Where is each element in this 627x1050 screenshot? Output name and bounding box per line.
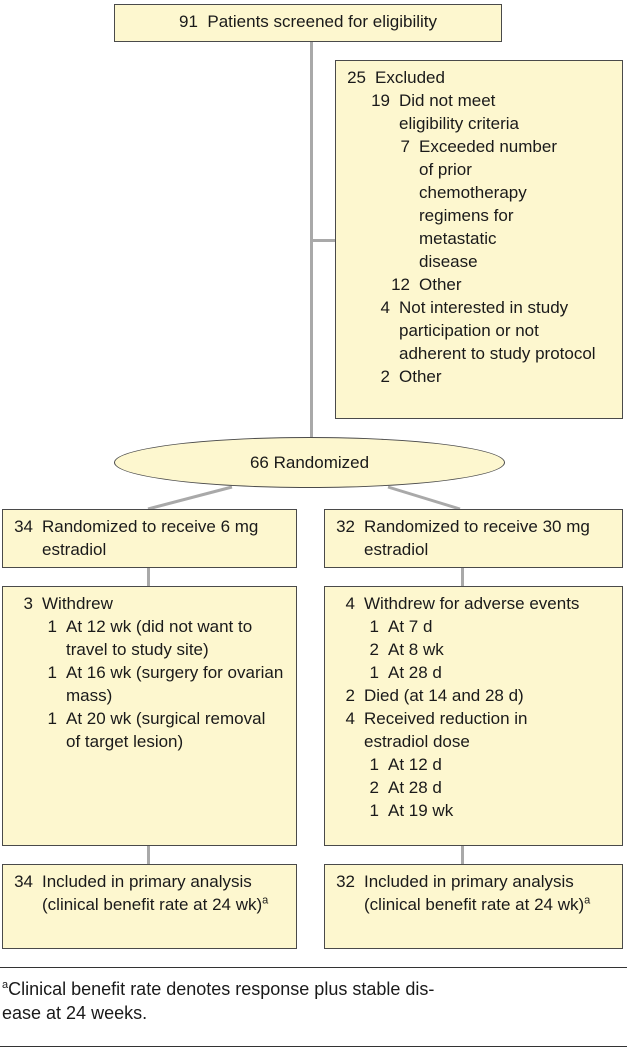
withdrawal-count: 1 bbox=[47, 709, 57, 728]
withdrew-detail-count: 2 bbox=[369, 640, 379, 659]
list-item: 2 At 8 wk bbox=[333, 638, 614, 661]
randomized-label: Randomized bbox=[273, 452, 370, 472]
left-included-text: Included in primary analysis (clinical b… bbox=[42, 870, 282, 916]
list-item: 1 At 12 d bbox=[333, 753, 614, 776]
reduction-detail-label: At 28 d bbox=[388, 778, 442, 797]
left-randomized-box: 34 Randomized to receive 6 mg estradiol bbox=[2, 509, 297, 568]
withdrew-detail-label: At 7 d bbox=[388, 617, 433, 636]
right-arm-line-1 bbox=[461, 568, 464, 586]
left-included-box: 34 Included in primary analysis (clinica… bbox=[2, 864, 297, 949]
excluded-count: 25 bbox=[347, 68, 366, 87]
left-randomized-count: 34 bbox=[14, 517, 33, 536]
other-sub-label: Other bbox=[419, 275, 462, 294]
not-interested-count: 4 bbox=[380, 298, 390, 317]
not-interested-label: Not interested in study participation or… bbox=[399, 298, 596, 363]
left-withdrew-box: 3 Withdrew 1 At 12 wk (did not want to t… bbox=[2, 586, 297, 846]
withdrew-detail-count: 1 bbox=[369, 663, 379, 682]
screened-label: Patients screened for eligibility bbox=[207, 12, 437, 31]
footnote-marker: a bbox=[262, 894, 269, 907]
reduction-label: Received reduction in estradiol dose bbox=[364, 709, 528, 751]
withdrawal-label: At 12 wk (did not want to travel to stud… bbox=[66, 617, 253, 659]
left-arm-line-2 bbox=[147, 846, 150, 864]
right-withdrew-label: Withdrew for adverse events bbox=[364, 594, 580, 613]
footnote-line-1: Clinical benefit rate denotes response p… bbox=[8, 979, 435, 999]
screened-count: 91 bbox=[179, 12, 198, 31]
right-included-label: Included in primary analysis (clinical b… bbox=[364, 872, 585, 914]
not-interested-row: 4 Not interested in study participation … bbox=[344, 296, 614, 365]
died-count: 2 bbox=[345, 686, 355, 705]
withdrawal-label: At 16 wk (surgery for ovarian mass) bbox=[66, 663, 284, 705]
died-label: Died (at 14 and 28 d) bbox=[364, 686, 524, 705]
reduction-detail-label: At 12 d bbox=[388, 755, 442, 774]
footnote-top-rule bbox=[0, 967, 627, 968]
list-item: 2 At 28 d bbox=[333, 776, 614, 799]
right-withdrew-row: 4 Withdrew for adverse events bbox=[333, 592, 614, 615]
reduction-count: 4 bbox=[345, 709, 355, 728]
right-withdrew-box: 4 Withdrew for adverse events 1 At 7 d 2… bbox=[324, 586, 623, 846]
withdrawal-count: 1 bbox=[47, 617, 57, 636]
footnote-marker: a bbox=[584, 894, 591, 907]
reduction-row: 4 Received reduction in estradiol dose bbox=[333, 707, 614, 753]
other-count: 2 bbox=[380, 367, 390, 386]
right-arm-line-2 bbox=[461, 846, 464, 864]
left-included-count: 34 bbox=[14, 872, 33, 891]
right-withdrew-count: 4 bbox=[345, 594, 355, 613]
right-included-box: 32 Included in primary analysis (clinica… bbox=[324, 864, 623, 949]
list-item: 1 At 20 wk (surgical removal of target l… bbox=[11, 707, 288, 753]
footnote-marker: a bbox=[2, 979, 9, 991]
left-included-label: Included in primary analysis (clinical b… bbox=[42, 872, 263, 914]
randomized-count: 66 bbox=[249, 452, 269, 472]
other-label: Other bbox=[399, 367, 442, 386]
excluded-label: Excluded bbox=[375, 68, 445, 87]
other-sub-count: 12 bbox=[391, 275, 410, 294]
withdrew-detail-label: At 8 wk bbox=[388, 640, 444, 659]
list-item: 1 At 7 d bbox=[333, 615, 614, 638]
left-randomized-label: Randomized to receive 6 mg estradiol bbox=[42, 517, 259, 559]
list-item: 1 At 12 wk (did not want to travel to st… bbox=[11, 615, 288, 661]
reduction-detail-label: At 19 wk bbox=[388, 801, 454, 820]
left-arm-line-1 bbox=[147, 568, 150, 586]
footnote-bottom-rule bbox=[0, 1046, 627, 1047]
right-randomized-count: 32 bbox=[336, 517, 355, 536]
right-randomized-label: Randomized to receive 30 mg estradiol bbox=[364, 517, 590, 559]
excluded-row: 25 Excluded bbox=[344, 66, 614, 89]
exceeded-row: 7 Exceeded number of prior chemotherapy … bbox=[344, 135, 614, 273]
exceeded-count: 7 bbox=[400, 137, 410, 156]
did-not-meet-row: 19 Did not meet eligibility criteria bbox=[344, 89, 614, 135]
withdrawal-label: At 20 wk (surgical removal of target les… bbox=[66, 709, 266, 751]
exceeded-label: Exceeded number of prior chemotherapy re… bbox=[419, 137, 557, 271]
withdrew-detail-count: 1 bbox=[369, 617, 379, 636]
randomized-ellipse: 66 Randomized bbox=[114, 437, 505, 488]
reduction-detail-count: 1 bbox=[369, 755, 379, 774]
withdrew-detail-label: At 28 d bbox=[388, 663, 442, 682]
reduction-detail-count: 2 bbox=[369, 778, 379, 797]
left-withdrew-label: Withdrew bbox=[42, 594, 113, 613]
excluded-box: 25 Excluded 19 Did not meet eligibility … bbox=[335, 60, 623, 419]
withdrawal-count: 1 bbox=[47, 663, 57, 682]
list-item: 1 At 28 d bbox=[333, 661, 614, 684]
exclusion-branch-line bbox=[310, 239, 335, 242]
randomization-split-lines bbox=[147, 485, 461, 511]
screened-box: 91 Patients screened for eligibility bbox=[114, 4, 502, 42]
left-withdrew-count: 3 bbox=[23, 594, 33, 613]
did-not-meet-label: Did not meet eligibility criteria bbox=[399, 91, 519, 133]
right-randomized-box: 32 Randomized to receive 30 mg estradiol bbox=[324, 509, 623, 568]
list-item: 1 At 16 wk (surgery for ovarian mass) bbox=[11, 661, 288, 707]
other-row: 2 Other bbox=[344, 365, 614, 388]
footnote: aClinical benefit rate denotes response … bbox=[2, 977, 622, 1025]
list-item: 1 At 19 wk bbox=[333, 799, 614, 822]
left-withdrew-row: 3 Withdrew bbox=[11, 592, 288, 615]
died-row: 2 Died (at 14 and 28 d) bbox=[333, 684, 614, 707]
right-included-count: 32 bbox=[336, 872, 355, 891]
other-sub-row: 12 Other bbox=[344, 273, 614, 296]
did-not-meet-count: 19 bbox=[371, 91, 390, 110]
footnote-line-2: ease at 24 weeks. bbox=[2, 1003, 148, 1023]
reduction-detail-count: 1 bbox=[369, 801, 379, 820]
right-included-text: Included in primary analysis (clinical b… bbox=[364, 870, 604, 916]
